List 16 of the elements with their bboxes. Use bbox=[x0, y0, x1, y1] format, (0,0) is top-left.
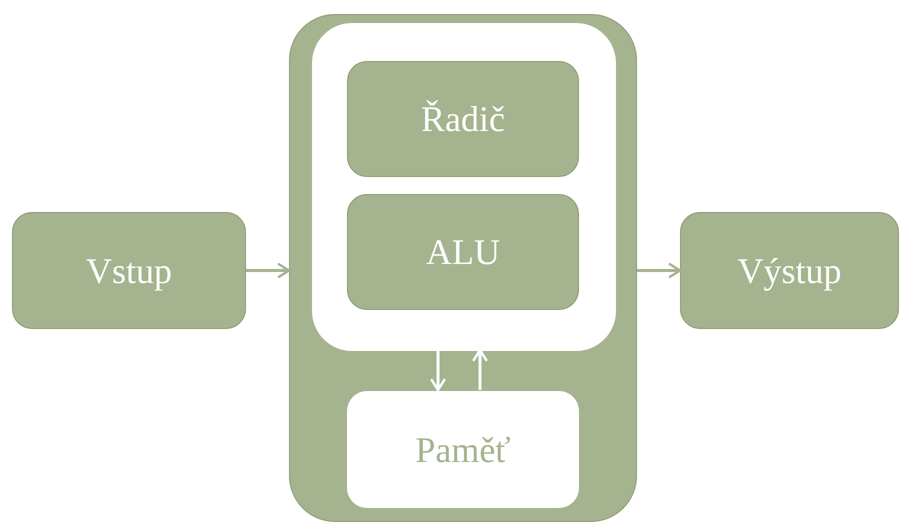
arrow bbox=[637, 263, 682, 278]
box-label: Řadič bbox=[421, 98, 505, 140]
box-label: Výstup bbox=[737, 250, 842, 292]
memory-box bbox=[347, 391, 579, 508]
arrow bbox=[472, 348, 488, 390]
process-box bbox=[347, 61, 579, 177]
arrow bbox=[246, 263, 290, 278]
box-label: ALU bbox=[426, 231, 500, 273]
box-label: Paměť bbox=[415, 428, 511, 470]
processor-box bbox=[289, 14, 637, 522]
process-box bbox=[347, 194, 579, 310]
box-label: Vstup bbox=[86, 250, 172, 292]
control-panel bbox=[312, 23, 616, 351]
process-box bbox=[12, 212, 246, 329]
arrow bbox=[430, 350, 446, 392]
process-box bbox=[680, 212, 899, 329]
